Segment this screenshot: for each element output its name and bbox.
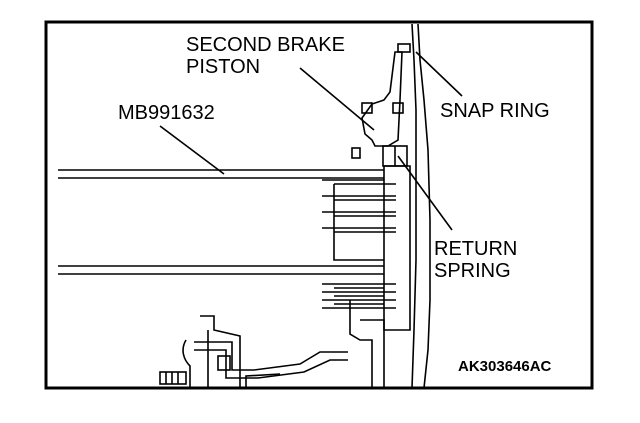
label-second-brake: SECOND BRAKE xyxy=(186,34,345,56)
label-snap-ring: SNAP RING xyxy=(440,100,550,122)
piston-seal-lower xyxy=(392,102,404,114)
disc-pack-lower xyxy=(322,283,396,309)
housing-inner-contour xyxy=(411,23,417,389)
bottom-shaft-3 xyxy=(245,373,281,388)
label-spring: SPRING xyxy=(434,260,511,282)
leader-second-brake-piston xyxy=(299,67,375,131)
housing-outer-contour xyxy=(417,23,431,389)
bottom-gear-left xyxy=(159,371,187,385)
disc-pack-upper xyxy=(322,179,396,233)
bottom-shaft xyxy=(194,341,348,371)
mechanical-drawing xyxy=(58,23,463,389)
snap-ring xyxy=(397,43,411,53)
reaction-plate xyxy=(383,165,411,331)
lower-hub xyxy=(349,300,373,388)
leader-tool xyxy=(159,125,225,175)
bottom-left-curve xyxy=(182,339,191,388)
bottom-shaft-2 xyxy=(194,349,348,379)
bottom-ring xyxy=(217,355,231,371)
leader-return-spring xyxy=(397,155,453,231)
bottom-carrier xyxy=(200,315,241,388)
disc-pack-upper-hub xyxy=(333,184,384,261)
second-brake-piston xyxy=(361,51,403,147)
figure-code: AK303646AC xyxy=(458,358,552,375)
leader-snap-ring xyxy=(415,51,463,97)
diagram-frame xyxy=(44,20,594,390)
label-tool-number: MB991632 xyxy=(118,102,215,124)
label-piston: PISTON xyxy=(186,56,261,78)
bottom-gear-teeth xyxy=(165,372,179,384)
label-return: RETURN xyxy=(434,238,518,260)
lower-hub-inner xyxy=(360,319,385,388)
piston-seal-small xyxy=(351,147,361,159)
piston-seal-upper xyxy=(361,102,373,114)
